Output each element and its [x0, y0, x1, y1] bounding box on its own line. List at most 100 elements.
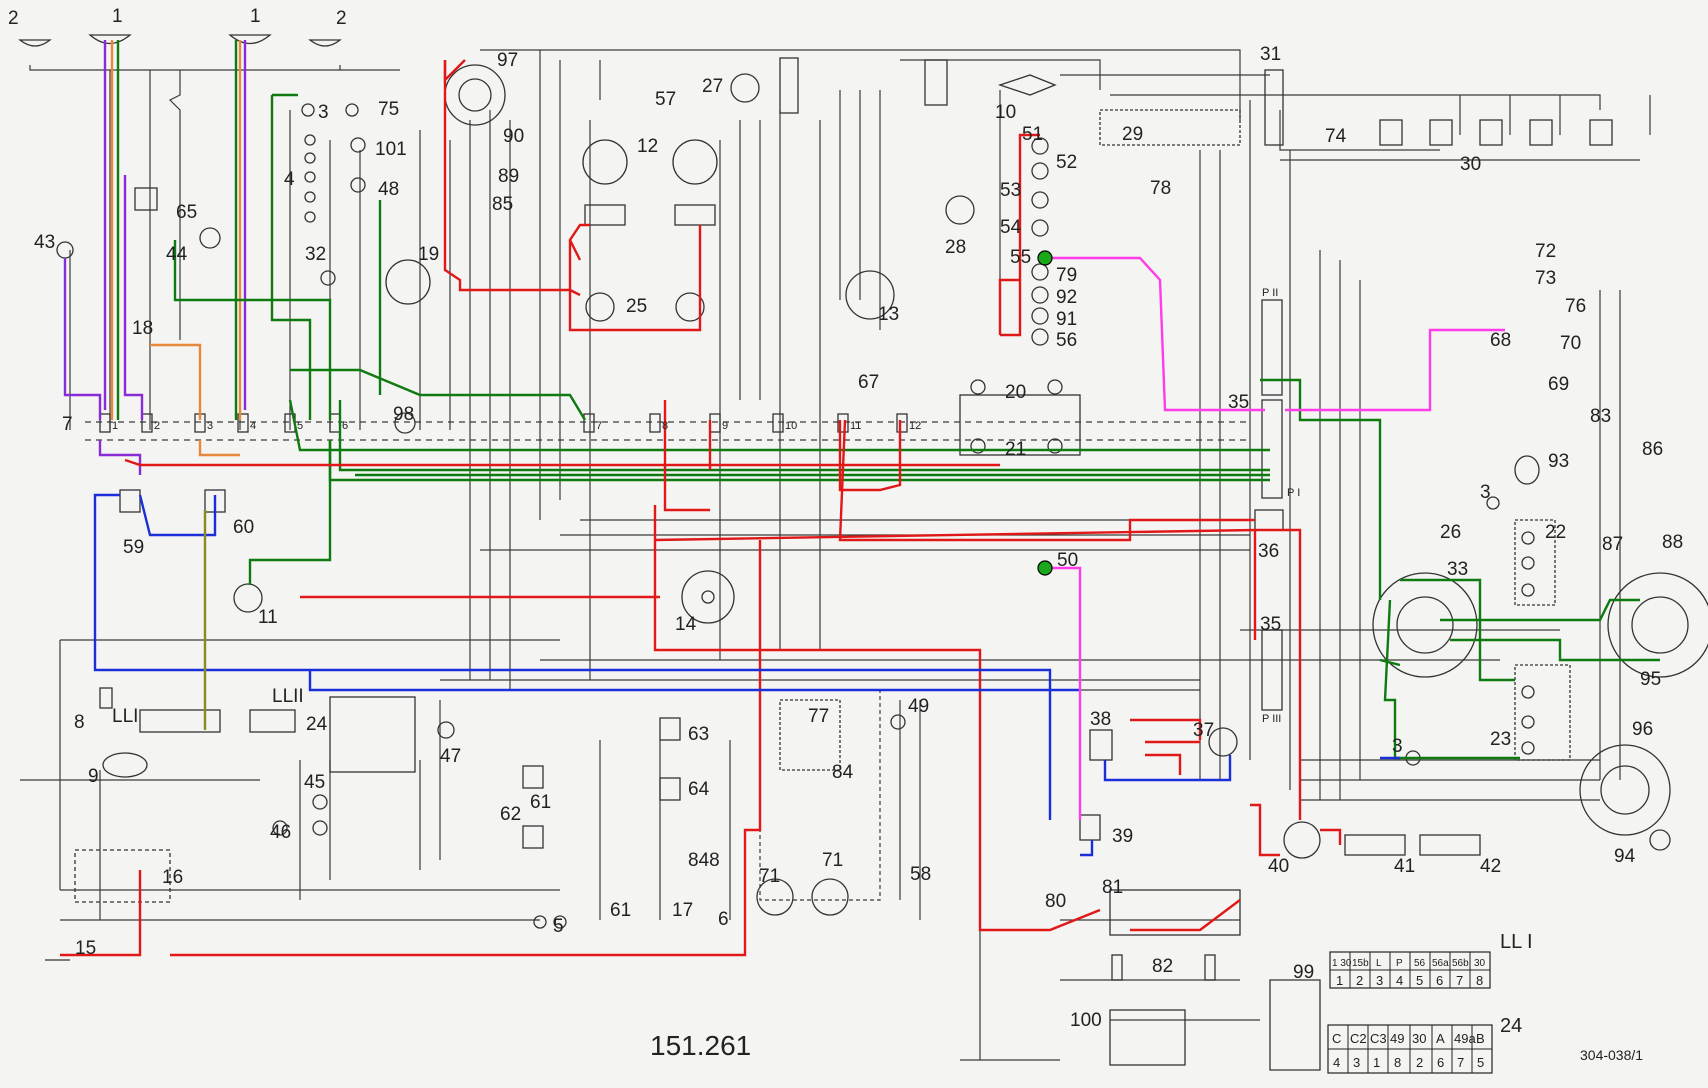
component-label: 96 — [1632, 719, 1653, 740]
component-label: 3 — [1480, 482, 1491, 503]
legend-24-top-cell: B — [1476, 1031, 1485, 1046]
component-label: 8 — [74, 712, 85, 733]
lamp-54 — [1031, 219, 1049, 237]
connector-tab-1 — [99, 413, 111, 433]
legend-lli-bottom-cell: 8 — [1476, 973, 1483, 988]
component-label: 37 — [1193, 720, 1214, 741]
lamp-4b — [304, 152, 316, 164]
component-label: 94 — [1614, 846, 1636, 867]
component-label: 30 — [1460, 154, 1481, 175]
component-label: 46 — [270, 822, 291, 843]
component-label: 57 — [655, 89, 676, 110]
component-label: LLII — [272, 686, 304, 707]
headlamp-1-left — [88, 34, 132, 45]
component-label: 28 — [945, 237, 966, 258]
component-label: 2 — [336, 8, 347, 29]
connector-tab-4 — [237, 413, 249, 433]
component-label: 18 — [132, 318, 153, 339]
component-label: 72 — [1535, 241, 1556, 262]
connector-block-pII — [1261, 299, 1283, 396]
component-label: 58 — [910, 864, 931, 885]
lamp-92 — [1031, 286, 1049, 304]
drawing-title-number: 151.261 — [650, 1030, 751, 1061]
legend-24-bottom-cell: 8 — [1394, 1055, 1401, 1070]
component-label: 21 — [1005, 439, 1026, 460]
component-label: 3 — [1392, 736, 1403, 757]
component-label: 65 — [176, 202, 197, 223]
component-label: 100 — [1070, 1010, 1102, 1031]
relay-63 — [659, 717, 681, 741]
lamp-53 — [1031, 191, 1049, 209]
legend-lli-top-cell: 56a — [1432, 958, 1449, 969]
legend-24-top-cell: 49 — [1390, 1031, 1404, 1046]
switch-16 — [74, 849, 171, 903]
component-label: 35 — [1260, 614, 1281, 635]
socket-95 — [1607, 572, 1708, 678]
component-label: 73 — [1535, 268, 1556, 289]
connector-label-2: 2 — [154, 420, 160, 432]
legend-lli-top-cell: 56 — [1414, 958, 1426, 969]
switch-8 — [99, 687, 113, 709]
legend-lli-top-cell: 1 30 — [1332, 958, 1352, 969]
legend-lli-title: LL I — [1500, 931, 1533, 953]
legend-24-title: 24 — [1500, 1015, 1522, 1037]
legend-lli-top-cell: P — [1396, 958, 1403, 969]
component-label: 23 — [1490, 729, 1511, 750]
component-label: 16 — [162, 867, 183, 888]
motor-13 — [845, 270, 895, 320]
starter-37 — [1208, 727, 1238, 757]
connector-label-4: 4 — [250, 420, 256, 432]
fuse-box-llii — [249, 709, 296, 733]
component-label: 93 — [1548, 451, 1569, 472]
marker-dot-50 — [1037, 560, 1053, 576]
legend-24-bottom-cell: 3 — [1353, 1055, 1360, 1070]
component-label: 83 — [1590, 406, 1611, 427]
lamp-4a — [304, 134, 316, 146]
lamp-23a — [1521, 685, 1535, 699]
battery-41a — [1344, 834, 1406, 856]
base-wiring — [20, 49, 1651, 1061]
relay-30a — [1379, 119, 1403, 146]
connector-tab-11 — [837, 413, 849, 433]
connector-label-1: 1 — [112, 420, 118, 432]
lamp-45 — [312, 794, 328, 810]
blue-wires — [93, 493, 1400, 857]
plug-82a — [1111, 954, 1123, 981]
component-label: 50 — [1057, 550, 1078, 571]
connector-label-pI: P I — [1287, 487, 1300, 499]
component-label: 14 — [675, 614, 697, 635]
component-label: 64 — [688, 779, 710, 800]
component-label: 2 — [8, 8, 19, 29]
connector-block-10 — [924, 59, 948, 106]
unit-81 — [1109, 889, 1241, 936]
socket-96 — [1579, 744, 1671, 836]
starter-motor-40 — [1283, 821, 1321, 859]
lamp-22b — [1521, 556, 1535, 570]
ignition-switch-9 — [102, 752, 148, 778]
legend-table-lli: LL I 1 30 15b L P 56 56a 56b 30 1 2 3 4 … — [1329, 931, 1533, 989]
relay-59 — [119, 489, 141, 513]
motor-71b — [811, 878, 849, 916]
drawing-code: 304-038/1 — [1580, 1047, 1643, 1063]
flasher-11 — [233, 583, 263, 613]
connector-labels: 1 2 3 4 5 6 7 8 9 10 11 12 P II P I P II… — [112, 287, 1300, 725]
component-label: 31 — [1260, 44, 1281, 65]
lamp-47 — [437, 721, 455, 739]
relay-64 — [659, 777, 681, 801]
component-label: 53 — [1000, 180, 1021, 201]
component-label: 47 — [440, 746, 461, 767]
component-label: 98 — [393, 404, 414, 425]
component-label: 6 — [718, 909, 729, 930]
legend-lli-bottom-cell: 6 — [1436, 973, 1443, 988]
lamp-4c — [304, 171, 316, 183]
component-label: 12 — [637, 136, 658, 157]
component-label: 20 — [1005, 382, 1026, 403]
component-label: 15 — [75, 938, 96, 959]
legend-lli-top-cell: 56b — [1452, 958, 1469, 969]
battery-41b — [1419, 834, 1481, 856]
connector-tab-7 — [583, 413, 595, 433]
relay-100 — [1109, 1009, 1186, 1066]
legend-24-bottom-cell: 7 — [1457, 1055, 1464, 1070]
component-labels: 2 1 1 2 97 27 31 3 75 57 101 90 89 85 12… — [8, 6, 1683, 1031]
